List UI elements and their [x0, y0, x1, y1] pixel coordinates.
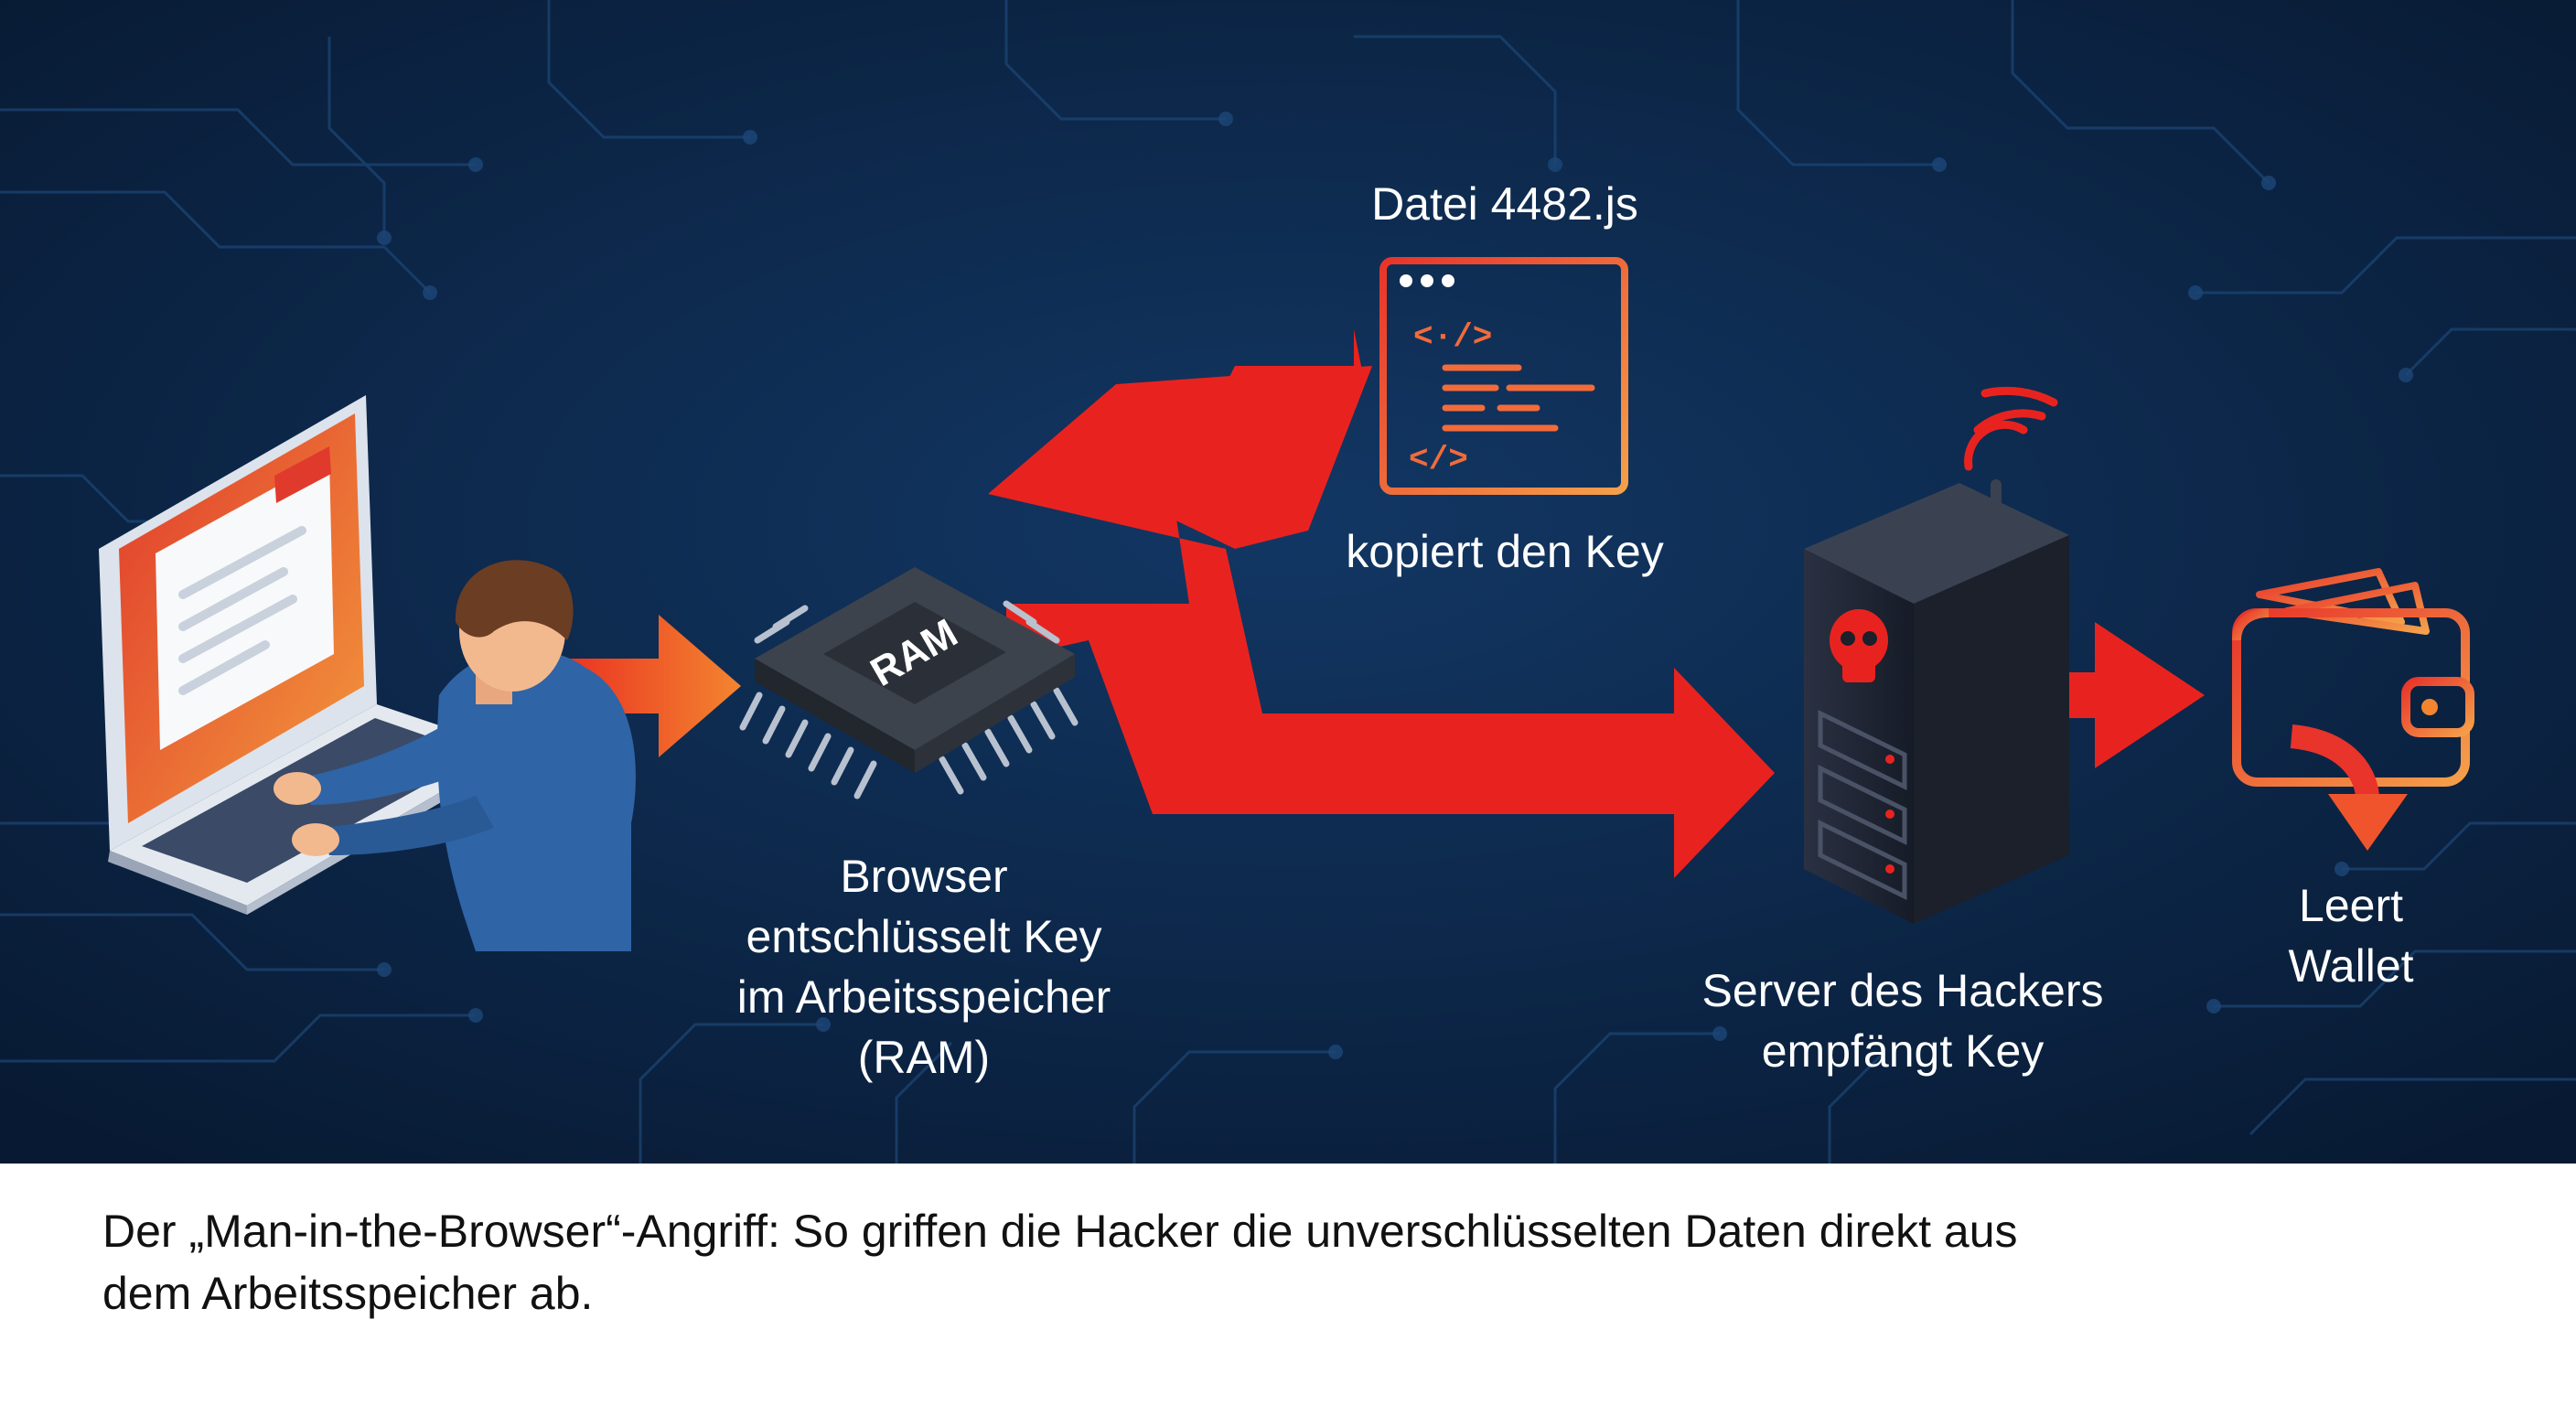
person-at-laptop-icon: [99, 395, 636, 951]
file-label: kopiert den Key: [1346, 526, 1664, 577]
server-label: Server des Hackers empfängt Key: [1610, 960, 2195, 1081]
diagram-artwork: RAM <·/> </>: [0, 0, 2576, 1164]
flow-arrows: [531, 329, 2205, 878]
caption-line: dem Arbeitsspeicher ab.: [102, 1268, 594, 1319]
wallet-label: Leert Wallet: [2232, 875, 2470, 996]
server-to-wallet-arrow: [2008, 622, 2205, 768]
branch-to-file-arrow: [1121, 329, 1372, 549]
skull-icon: [1830, 609, 1888, 682]
attack-diagram: RAM <·/> </>: [0, 0, 2576, 1164]
ram-chip-icon: RAM: [739, 567, 1079, 799]
figure-caption: Der „Man-in-the-Browser“-Angriff: So gri…: [0, 1164, 2576, 1405]
file-title: Datei 4482.js: [1371, 178, 1638, 230]
server-label-line: Server des Hackers: [1701, 965, 2104, 1016]
circuit-pattern: [0, 0, 2576, 1164]
down-arrow-icon: [2290, 724, 2408, 851]
ram-label-line: Browser: [840, 851, 1008, 902]
code-open-tag: <·/>: [1413, 318, 1492, 356]
ram-label-line: (RAM): [857, 1032, 991, 1083]
ram-label-line: entschlüsselt Key: [746, 911, 1102, 962]
code-close-tag: </>: [1409, 441, 1468, 478]
wallet-label-line: Wallet: [2288, 940, 2414, 992]
caption-line: Der „Man-in-the-Browser“-Angriff: So gri…: [102, 1206, 2018, 1257]
user-to-ram-arrow: [531, 615, 741, 757]
caption-text: Der „Man-in-the-Browser“-Angriff: So gri…: [102, 1200, 2481, 1325]
background: [0, 0, 2576, 1164]
code-file-icon: <·/> </>: [1379, 257, 1628, 495]
hacker-server-icon: [1804, 386, 2069, 924]
server-label-line: empfängt Key: [1761, 1025, 2045, 1077]
wallet-icon: [2232, 568, 2474, 851]
ram-label: Browser entschlüsselt Key im Arbeitsspei…: [640, 846, 1208, 1088]
ram-label-line: im Arbeitsspeicher: [736, 971, 1111, 1023]
wallet-label-line: Leert: [2299, 880, 2403, 931]
